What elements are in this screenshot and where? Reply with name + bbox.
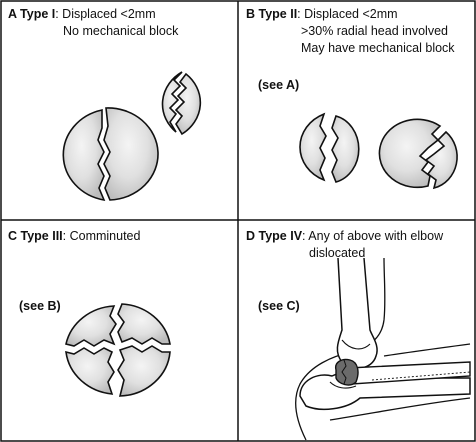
panel-b-see-reference: (see A) (258, 78, 299, 92)
panel-a: A Type I: Displaced <2mm No mechanical b… (8, 7, 202, 202)
panel-a-line2: No mechanical block (63, 24, 179, 38)
panel-b-line2: >30% radial head involved (301, 24, 448, 38)
dislocated-elbow-illustration (295, 257, 471, 441)
forearm-skin-lower (329, 397, 471, 421)
type-i-head-large (62, 107, 159, 202)
panel-d-line2: dislocated (309, 246, 365, 260)
panel-d-see-reference: (see C) (258, 299, 300, 313)
humerus-bone (336, 257, 378, 369)
type-iii-comminuted-head (65, 303, 171, 397)
panel-c: C Type III: Comminuted (see B) (8, 229, 171, 397)
type-ii-head-right (378, 118, 458, 190)
humerus-condyle (341, 339, 371, 350)
radius-interosseous-line (371, 371, 471, 381)
panel-d: D Type IV: Any of above with elbow dislo… (246, 229, 471, 441)
panel-d-heading: D Type IV: Any of above with elbow (246, 229, 444, 243)
radial-head-fragment (335, 358, 359, 386)
panel-b-heading: B Type II: Displaced <2mm (246, 7, 398, 21)
forearm-skin-upper (383, 343, 471, 357)
panel-c-heading: C Type III: Comminuted (8, 229, 140, 243)
type-ii-head-left (299, 112, 360, 183)
radial-head-fragment-crack (341, 359, 347, 385)
type-i-head-small (161, 71, 202, 136)
panel-a-heading: A Type I: Displaced <2mm (8, 7, 156, 21)
olecranon-line (329, 381, 357, 389)
panel-c-see-reference: (see B) (19, 299, 61, 313)
panel-b: B Type II: Displaced <2mm >30% radial he… (246, 7, 458, 190)
panel-b-line3: May have mechanical block (301, 41, 455, 55)
